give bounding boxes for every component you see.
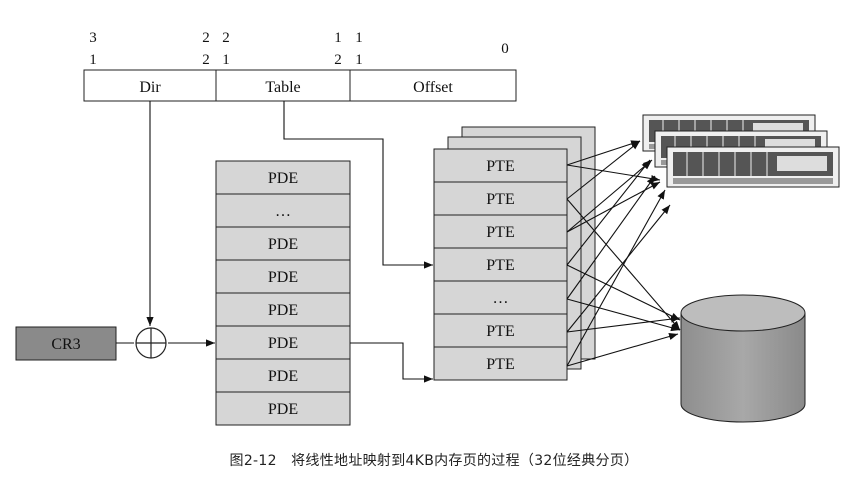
pte-cell bbox=[433, 346, 568, 381]
memory-modules-image bbox=[642, 114, 840, 188]
figure-caption: 图2-12 将线性地址映射到4KB内存页的过程（32位经典分页） bbox=[229, 453, 639, 469]
pte-mapping-arrow bbox=[566, 204, 671, 333]
pde-label: PDE bbox=[268, 335, 298, 352]
page-table: PTE PTE PTE PTE … PTE PTE bbox=[433, 148, 568, 381]
bit-21-bottom: 1 bbox=[222, 52, 230, 68]
cr3-register: CR3 bbox=[15, 326, 117, 361]
pte-label: PTE bbox=[486, 356, 514, 373]
pte-mapping-arrow bbox=[566, 164, 661, 183]
pte-mapping-arrow bbox=[566, 333, 679, 367]
bit-12-bottom: 2 bbox=[334, 52, 342, 68]
bit-31-bottom: 1 bbox=[89, 52, 97, 68]
pde-label: PDE bbox=[268, 269, 298, 286]
offset-field: Offset bbox=[413, 79, 453, 96]
pde-label: PDE bbox=[268, 368, 298, 385]
adder-circle bbox=[135, 327, 167, 359]
bit-22-bottom: 2 bbox=[202, 52, 210, 68]
bit-11-top: 1 bbox=[355, 30, 363, 46]
pde-cell bbox=[215, 259, 351, 294]
pde-cell bbox=[215, 226, 351, 261]
pte-mapping-arrow bbox=[566, 189, 666, 367]
pte-cell bbox=[433, 280, 568, 315]
pte-label: PTE bbox=[486, 191, 514, 208]
pde-label: PDE bbox=[268, 302, 298, 319]
bit-11-bottom: 1 bbox=[355, 52, 363, 68]
pde-label: PDE bbox=[268, 401, 298, 418]
connectors bbox=[116, 101, 433, 383]
pte-mapping-arrow bbox=[566, 159, 651, 266]
bit-21-top: 2 bbox=[222, 30, 230, 46]
pte-mapping-arrow bbox=[566, 140, 641, 200]
pte-cell bbox=[433, 313, 568, 348]
pde-label: PDE bbox=[268, 170, 298, 187]
pte-label: … bbox=[493, 290, 509, 307]
pde-cell bbox=[215, 160, 351, 195]
pte-mapping-arrow bbox=[566, 159, 653, 233]
pde-label: … bbox=[275, 203, 291, 220]
pte-mapping-arrow bbox=[566, 175, 656, 300]
pte-label: PTE bbox=[486, 158, 514, 175]
dir-field: Dir bbox=[139, 79, 161, 96]
bit-12-top: 1 bbox=[334, 30, 342, 46]
table-to-pte-arrow bbox=[283, 101, 433, 269]
linear-address: Dir Table Offset bbox=[83, 69, 517, 102]
pte-label: PTE bbox=[486, 323, 514, 340]
pte-mapping-arrow bbox=[566, 264, 681, 321]
pte-cell bbox=[433, 214, 568, 249]
pte-mapping-arrow bbox=[566, 298, 681, 332]
pte-mapping-arrow bbox=[566, 315, 681, 333]
page-directory: PDE … PDE PDE PDE PDE PDE PDE bbox=[215, 160, 351, 426]
pte-mapping-arrow bbox=[566, 140, 641, 166]
pde-to-page-table-arrow bbox=[350, 342, 433, 383]
disk-storage bbox=[680, 294, 806, 423]
pde-label: PDE bbox=[268, 236, 298, 253]
pde-cell bbox=[215, 391, 351, 426]
pte-label: PTE bbox=[486, 224, 514, 241]
pte-mapping-arrows bbox=[566, 140, 681, 367]
table-field: Table bbox=[265, 79, 300, 96]
pde-cell bbox=[215, 325, 351, 360]
pde-cell bbox=[215, 193, 351, 228]
bit-0: 0 bbox=[501, 41, 509, 57]
pte-cell bbox=[433, 247, 568, 282]
cr3-label: CR3 bbox=[51, 336, 80, 353]
bit-position-labels: 3 1 2 2 2 1 1 2 1 1 0 bbox=[89, 30, 509, 68]
bit-31-top: 3 bbox=[89, 30, 97, 46]
pde-cell bbox=[215, 292, 351, 327]
bit-22-top: 2 bbox=[202, 30, 210, 46]
pte-label: PTE bbox=[486, 257, 514, 274]
pte-cell bbox=[433, 148, 568, 183]
